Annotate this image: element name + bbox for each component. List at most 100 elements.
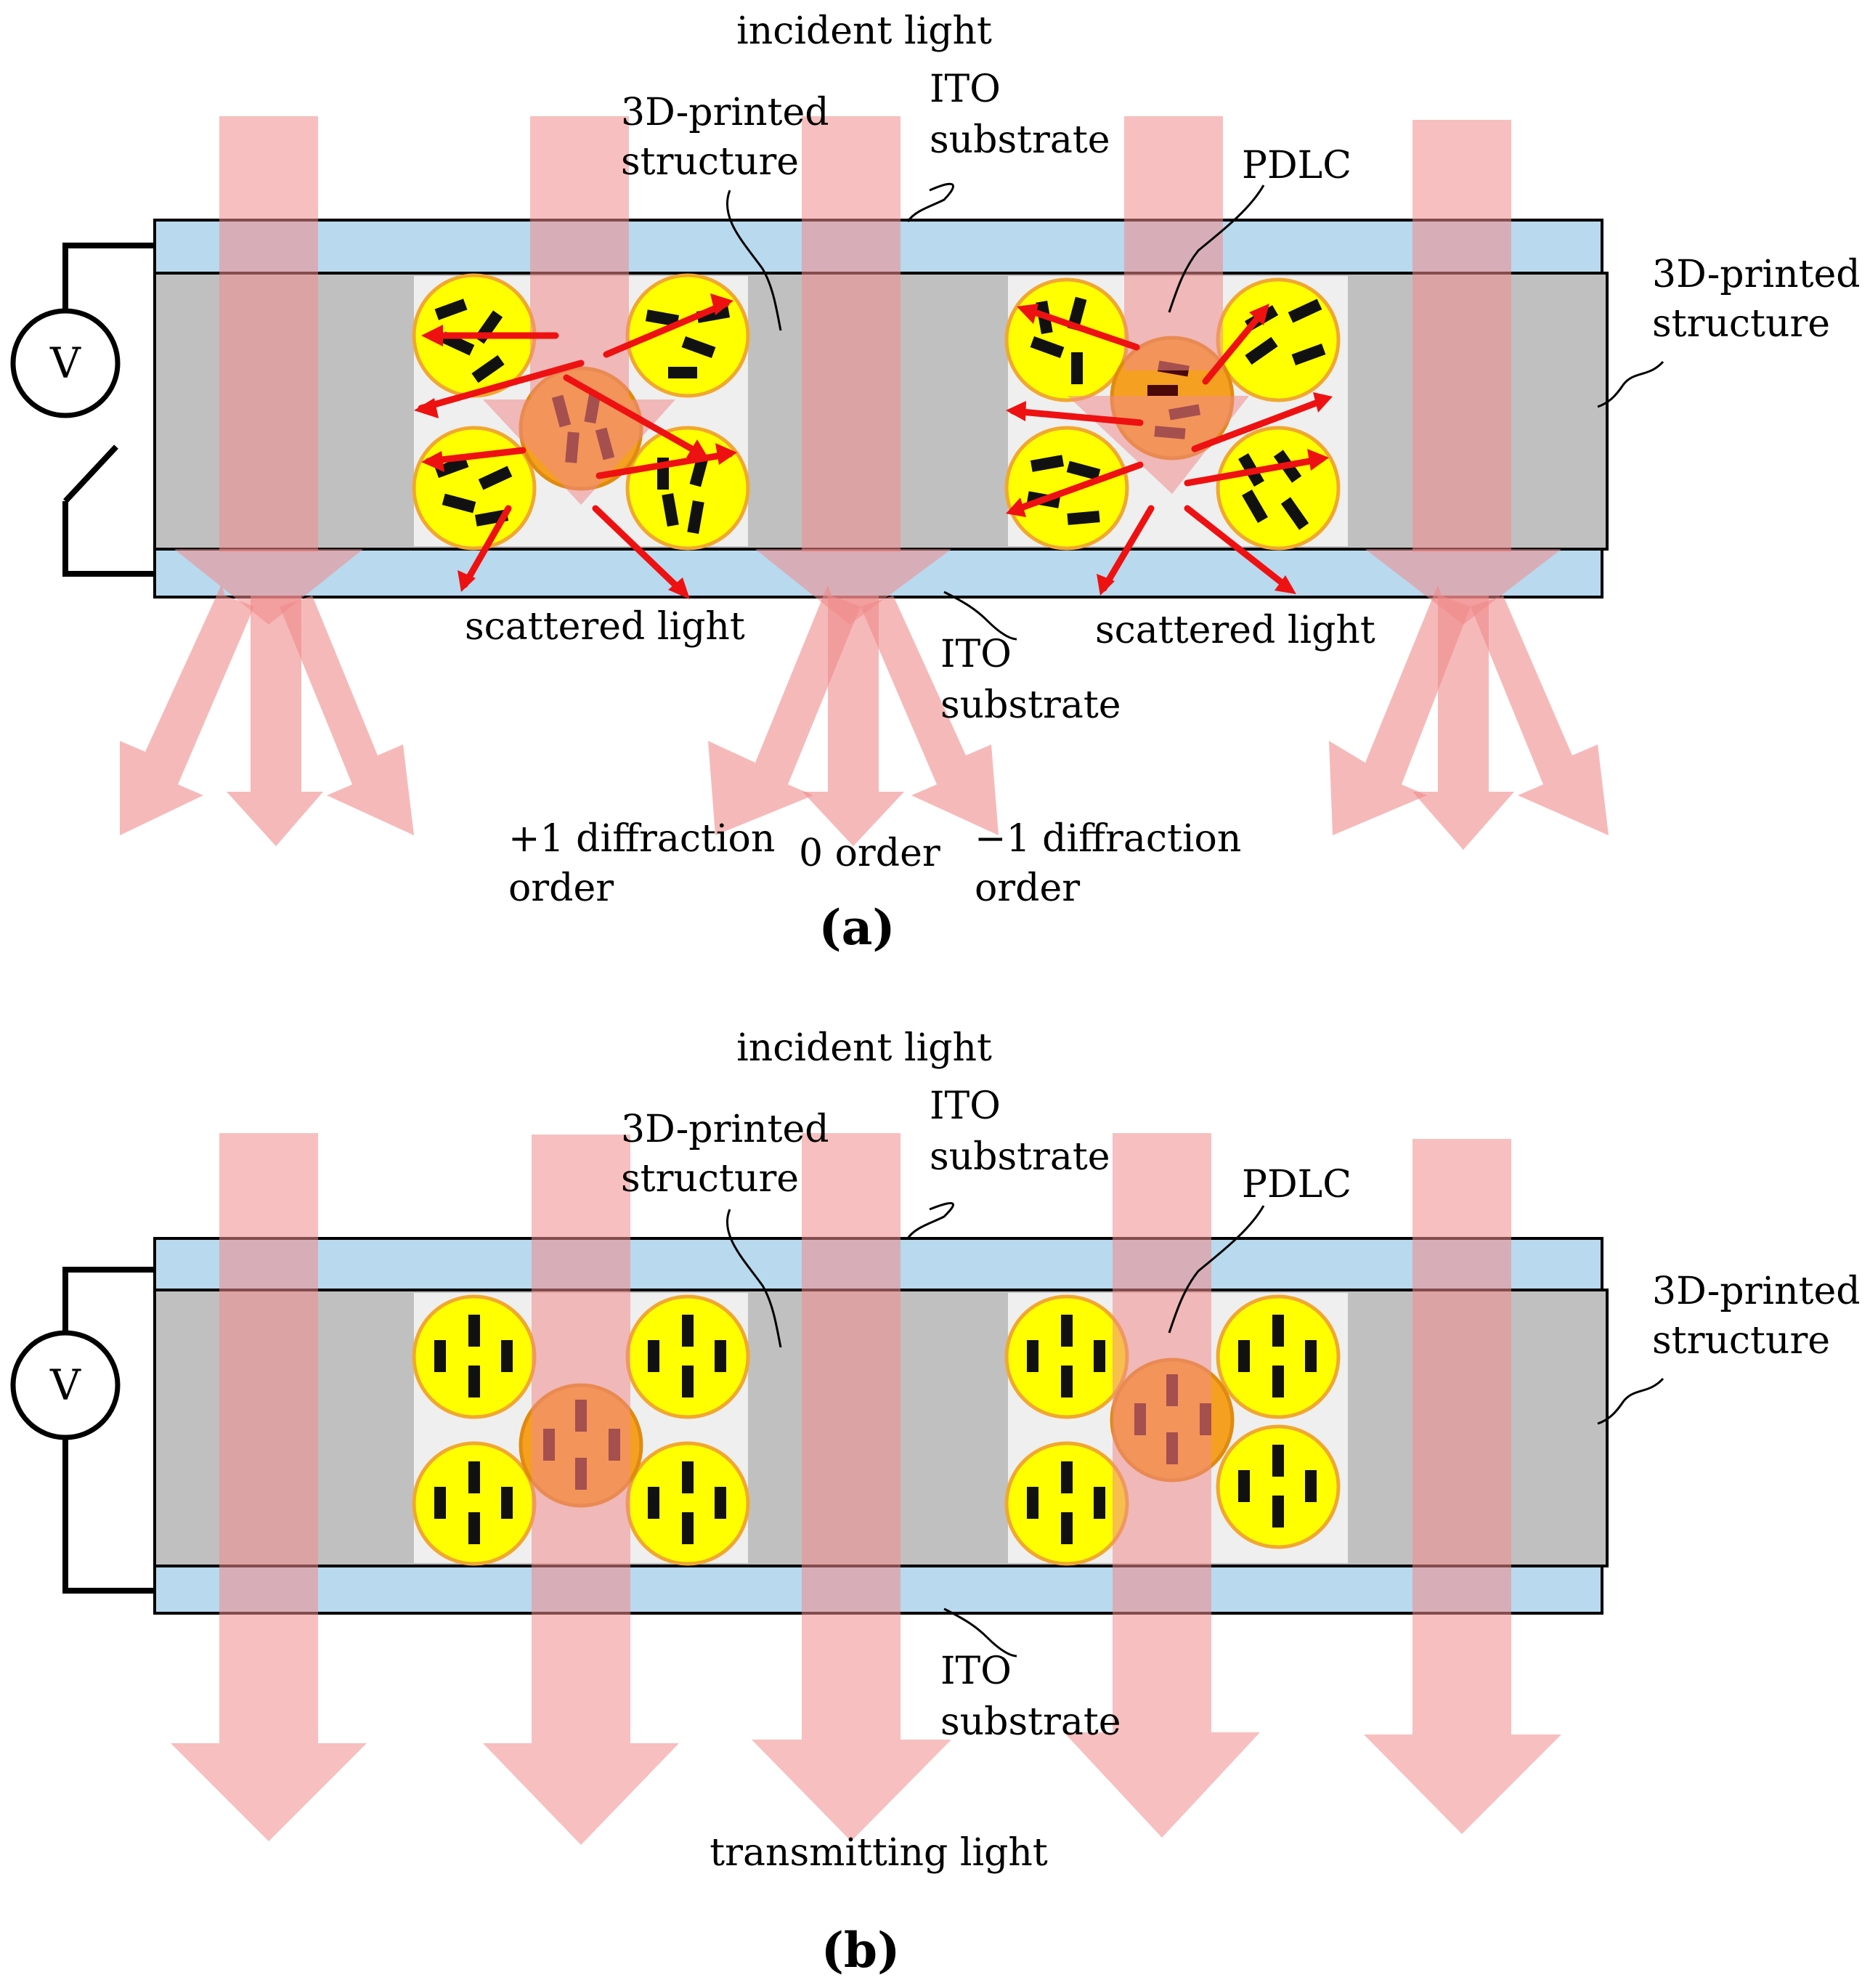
scattered-light-label-a-right: scattered light — [1095, 609, 1375, 652]
wire-top — [62, 1267, 155, 1333]
lc-droplet — [1216, 1294, 1341, 1419]
ito-top-label-a-2: substrate — [930, 118, 1110, 162]
switch-icon — [63, 445, 118, 503]
scatter-arrow — [592, 505, 686, 596]
diffracted-beam-plus-one — [120, 585, 254, 835]
plus-one-order-label-2: order — [508, 867, 614, 910]
transmitted-beam — [752, 1133, 951, 1841]
transmitted-beam — [1064, 1133, 1260, 1838]
incident-beam — [802, 116, 901, 552]
incident-light-label-a: incident light — [736, 9, 992, 53]
lc-droplet — [1216, 1424, 1341, 1549]
scatter-arrow — [603, 300, 730, 358]
panel-label-a: (a) — [818, 899, 895, 956]
ito-bottom-label-a-2: substrate — [940, 683, 1121, 727]
structure-label-b-1: 3D-printed — [621, 1108, 829, 1151]
leader-ito-bottom — [943, 1607, 1017, 1658]
lc-molecules-aligned — [1027, 1315, 1317, 1544]
zero-order-label: 0 order — [799, 832, 940, 875]
structure-right-label-b-1: 3D-printed — [1652, 1270, 1861, 1313]
transmitting-light-label: transmitting light — [710, 1831, 1048, 1875]
wire-bottom — [62, 1435, 155, 1594]
leader-ito-top — [906, 1201, 954, 1239]
structure-label-b-2: structure — [621, 1157, 799, 1201]
scatter-arrow — [1191, 396, 1329, 453]
diffracted-beam-minus-one — [1471, 596, 1609, 835]
structure-label-a-2: structure — [621, 140, 799, 184]
lc-droplet — [625, 1441, 750, 1566]
diffracted-beam-minus-one — [861, 596, 999, 835]
minus-one-order-label-1: −1 diffraction — [975, 817, 1241, 861]
scatter-arrow — [563, 374, 704, 458]
diffracted-beam-zero — [1412, 596, 1514, 850]
circle-V-icon — [10, 308, 121, 418]
voltage-label-b: V — [49, 1360, 81, 1410]
transmitted-beam — [1364, 1139, 1561, 1834]
diffracted-beam-plus-one — [708, 585, 861, 835]
scattered-light-label-a-left: scattered light — [465, 605, 745, 649]
pdlc-label-a: PDLC — [1242, 144, 1351, 187]
ito-top-label-a-1: ITO — [930, 68, 1001, 111]
droplet-group-b-right — [1004, 1294, 1341, 1566]
lc-droplet — [625, 1294, 750, 1419]
scatter-arrow — [1100, 505, 1155, 592]
scatter-arrow — [1184, 505, 1293, 592]
circuit-a — [10, 243, 155, 577]
leader-structure — [725, 1209, 782, 1348]
ito-top-label-b-1: ITO — [930, 1084, 1001, 1128]
leader-ito-bottom — [943, 591, 1017, 641]
leader-pdlc — [1168, 184, 1265, 313]
leader-lines-a — [725, 182, 1664, 641]
scatter-arrow — [418, 360, 585, 412]
scatter-arrow — [425, 447, 527, 465]
diffracted-beams-a — [120, 585, 1609, 850]
ito-top-label-b-2: substrate — [930, 1135, 1110, 1179]
diffracted-beam-zero — [227, 596, 323, 846]
transmitted-beam — [171, 1133, 367, 1841]
lc-droplet — [412, 1441, 537, 1566]
diffracted-beam-plus-one — [1329, 585, 1471, 835]
scatter-arrow — [1184, 455, 1325, 487]
focus-cone — [174, 549, 363, 625]
ito-bottom-label-b-2: substrate — [940, 1700, 1121, 1744]
lc-molecules-aligned — [434, 1315, 726, 1544]
scatter-arrow — [1009, 407, 1144, 426]
structure-right-label-a-2: structure — [1652, 302, 1830, 346]
voltage-label-a: V — [49, 338, 81, 388]
scatter-arrow — [1009, 461, 1144, 514]
incident-beam — [219, 116, 318, 552]
circuit-b — [10, 1267, 155, 1594]
lc-molecules — [1026, 296, 1326, 530]
transmitted-beams-b — [171, 1133, 1561, 1845]
focus-cone — [1365, 549, 1561, 625]
leader-structure-right — [1597, 360, 1664, 408]
panel-a: V incident light 3D-printed structure IT… — [10, 9, 1861, 956]
leader-pdlc — [1168, 1205, 1265, 1334]
ito-bottom-label-a-1: ITO — [940, 633, 1012, 676]
leader-lines-b — [725, 1201, 1664, 1658]
structure-right-label-a-1: 3D-printed — [1652, 253, 1861, 296]
structure-label-a-1: 3D-printed — [621, 91, 829, 134]
lc-droplet — [1216, 426, 1341, 551]
leader-ito-top — [906, 182, 954, 222]
transmitted-beam — [483, 1135, 679, 1845]
lc-droplet — [1004, 1294, 1129, 1419]
scatter-arrow — [461, 505, 512, 588]
focus-cone — [755, 549, 951, 625]
panel-b: V incident light 3D-printed structure IT… — [10, 1026, 1861, 1979]
leader-structure — [725, 190, 782, 331]
incident-beams-a — [174, 116, 1561, 625]
incident-light-label-b: incident light — [736, 1026, 992, 1070]
lc-droplet — [1004, 1441, 1129, 1566]
lc-droplet — [412, 1294, 537, 1419]
incident-beam — [530, 116, 629, 399]
pdlc-label-b: PDLC — [1242, 1163, 1351, 1206]
wire-bottom — [62, 501, 155, 577]
diffracted-beam-minus-one — [280, 596, 414, 835]
plus-one-order-label-1: +1 diffraction — [508, 817, 775, 861]
ito-bottom-label-b-1: ITO — [940, 1650, 1012, 1693]
diffracted-beam-zero — [802, 596, 904, 846]
minus-one-order-label-2: order — [975, 867, 1080, 910]
incident-beam — [1412, 120, 1511, 552]
